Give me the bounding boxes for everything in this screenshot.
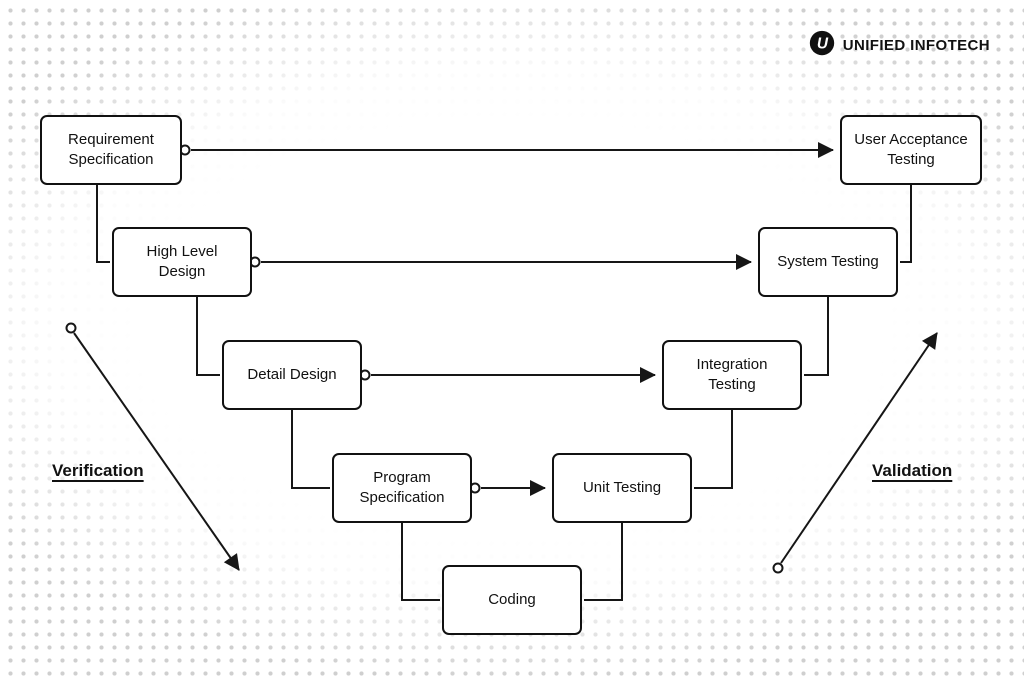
svg-text:U: U <box>817 35 829 52</box>
node-label: High Level Design <box>146 242 218 280</box>
arrow-detail-to-integration <box>359 367 656 383</box>
node-detail-design: Detail Design <box>222 340 362 410</box>
node-label: Detail Design <box>247 365 337 383</box>
elbow-right-connectors <box>584 185 912 601</box>
node-user-acceptance-testing: User Acceptance Testing <box>840 115 982 185</box>
node-label: System Testing <box>777 252 879 270</box>
node-label: User Acceptance Testing <box>854 130 968 168</box>
node-label: Program Specification <box>359 468 445 506</box>
verification-label: Verification <box>52 461 144 480</box>
brand-name: UNIFIED INFOTECH <box>842 37 990 54</box>
node-label: Unit Testing <box>582 478 662 496</box>
node-integration-testing: Integration Testing <box>662 340 802 410</box>
verification-arrow <box>65 322 240 571</box>
node-label: Requirement Specification <box>68 130 154 168</box>
validation-label: Validation <box>872 461 953 480</box>
brand: U UNIFIED INFOTECH <box>809 30 990 61</box>
node-requirement-specification: Requirement Specification <box>40 115 182 185</box>
validation-arrow <box>772 332 938 574</box>
node-system-testing: System Testing <box>758 227 898 297</box>
elbow-left-connectors <box>96 185 440 601</box>
node-high-level-design: High Level Design <box>112 227 252 297</box>
node-unit-testing: Unit Testing <box>552 453 692 523</box>
arrow-program-to-unit <box>469 480 546 496</box>
node-coding: Coding <box>442 565 582 635</box>
arrow-highlevel-to-system <box>249 254 752 270</box>
arrow-requirement-to-acceptance <box>179 142 834 158</box>
node-label: Coding <box>488 590 536 608</box>
unified-infotech-logo-icon: U <box>809 30 835 61</box>
node-program-specification: Program Specification <box>332 453 472 523</box>
node-label: Integration Testing <box>696 355 768 393</box>
